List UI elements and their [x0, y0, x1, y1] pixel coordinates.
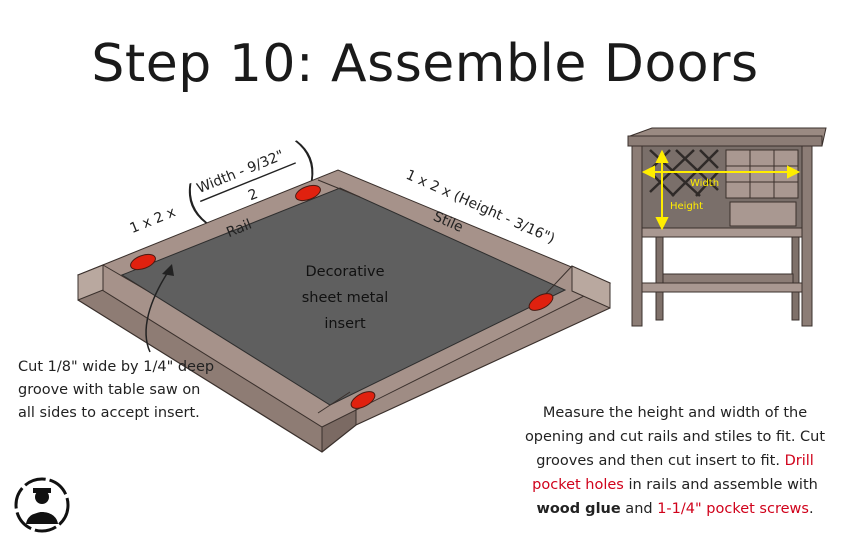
wood-glue-highlight: wood glue	[536, 500, 621, 517]
pocket-holes	[130, 184, 554, 409]
svg-text:sheet metal: sheet metal	[302, 290, 389, 306]
cabinet-height-label: Height	[670, 201, 703, 212]
right-stile-face	[356, 283, 610, 425]
cabinet-diagram: Width Height	[627, 127, 827, 327]
sheet-metal-insert	[120, 187, 567, 406]
cabinet-width-label: Width	[690, 178, 719, 189]
pocket-hole-icon	[528, 293, 554, 311]
rail-denominator: 2	[246, 186, 260, 204]
insert-label: Decorative sheet metal insert	[302, 264, 389, 332]
pocket-hole-icon	[350, 391, 376, 409]
left-end-grain	[77, 264, 104, 301]
pocket-screws-highlight: 1-1/4" pocket screws	[657, 500, 809, 517]
drill-pocket-holes-highlight: Drill pocket holes	[532, 452, 814, 493]
svg-text:insert: insert	[324, 316, 366, 332]
groove-note: Cut 1/8" wide by 1/4" deep groove with t…	[18, 359, 215, 422]
instructions-text: Measure the height and width of the open…	[524, 405, 826, 517]
page-title: Step 10: Assemble Doors	[91, 34, 759, 94]
pocket-hole-icon	[130, 253, 156, 271]
pocket-hole-icon	[295, 184, 321, 202]
svg-text:Decorative: Decorative	[306, 264, 385, 280]
svg-text:): )	[287, 129, 325, 188]
door-frame	[76, 169, 612, 453]
logo-icon	[14, 477, 70, 533]
left-stile-face	[78, 275, 322, 452]
curved-arrow-icon	[145, 264, 174, 353]
rail-prefix: 1 x 2 x	[128, 204, 178, 237]
